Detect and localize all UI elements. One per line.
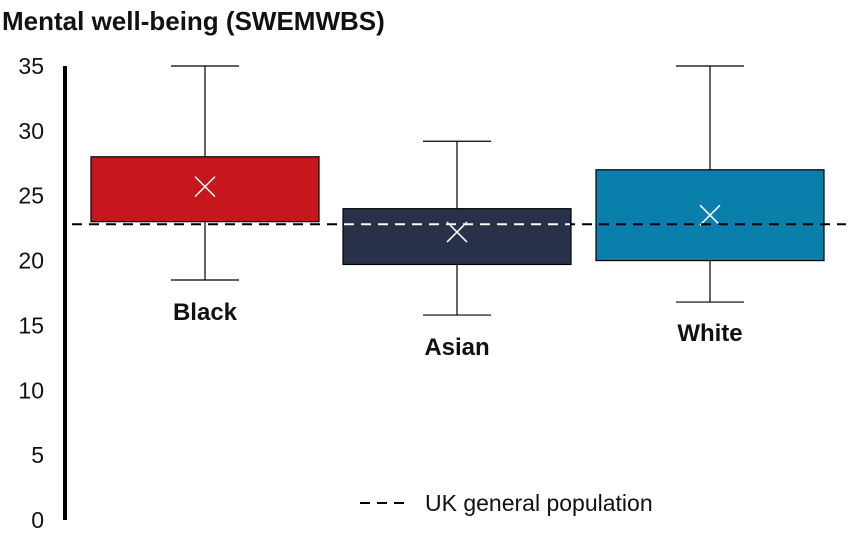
y-tick-label-15: 15	[18, 312, 44, 338]
box-rect	[342, 208, 572, 266]
category-label-black: Black	[173, 299, 238, 326]
chart-title: Mental well-being (SWEMWBS)	[2, 6, 385, 36]
mean-marker	[446, 221, 468, 243]
y-tick-label-35: 35	[18, 53, 44, 79]
category-label-white: White	[677, 320, 742, 347]
y-tick-label-10: 10	[18, 377, 44, 403]
box-asian: Asian	[342, 140, 572, 361]
legend-label: UK general population	[425, 490, 653, 516]
y-tick-label-20: 20	[18, 248, 44, 274]
y-tick-label-0: 0	[31, 507, 44, 533]
mean-marker	[699, 204, 721, 226]
y-tick-label-5: 5	[31, 442, 44, 468]
y-axis-ticks: 0 5 10 15 20 25 30 35	[18, 53, 44, 533]
mean-marker	[194, 176, 216, 198]
box-white: White	[595, 65, 825, 347]
legend: UK general population	[360, 490, 653, 516]
category-label-asian: Asian	[424, 334, 489, 361]
box-rect	[90, 156, 320, 223]
y-tick-label-30: 30	[18, 118, 44, 144]
box-black: Black	[90, 65, 320, 326]
y-tick-label-25: 25	[18, 183, 44, 209]
